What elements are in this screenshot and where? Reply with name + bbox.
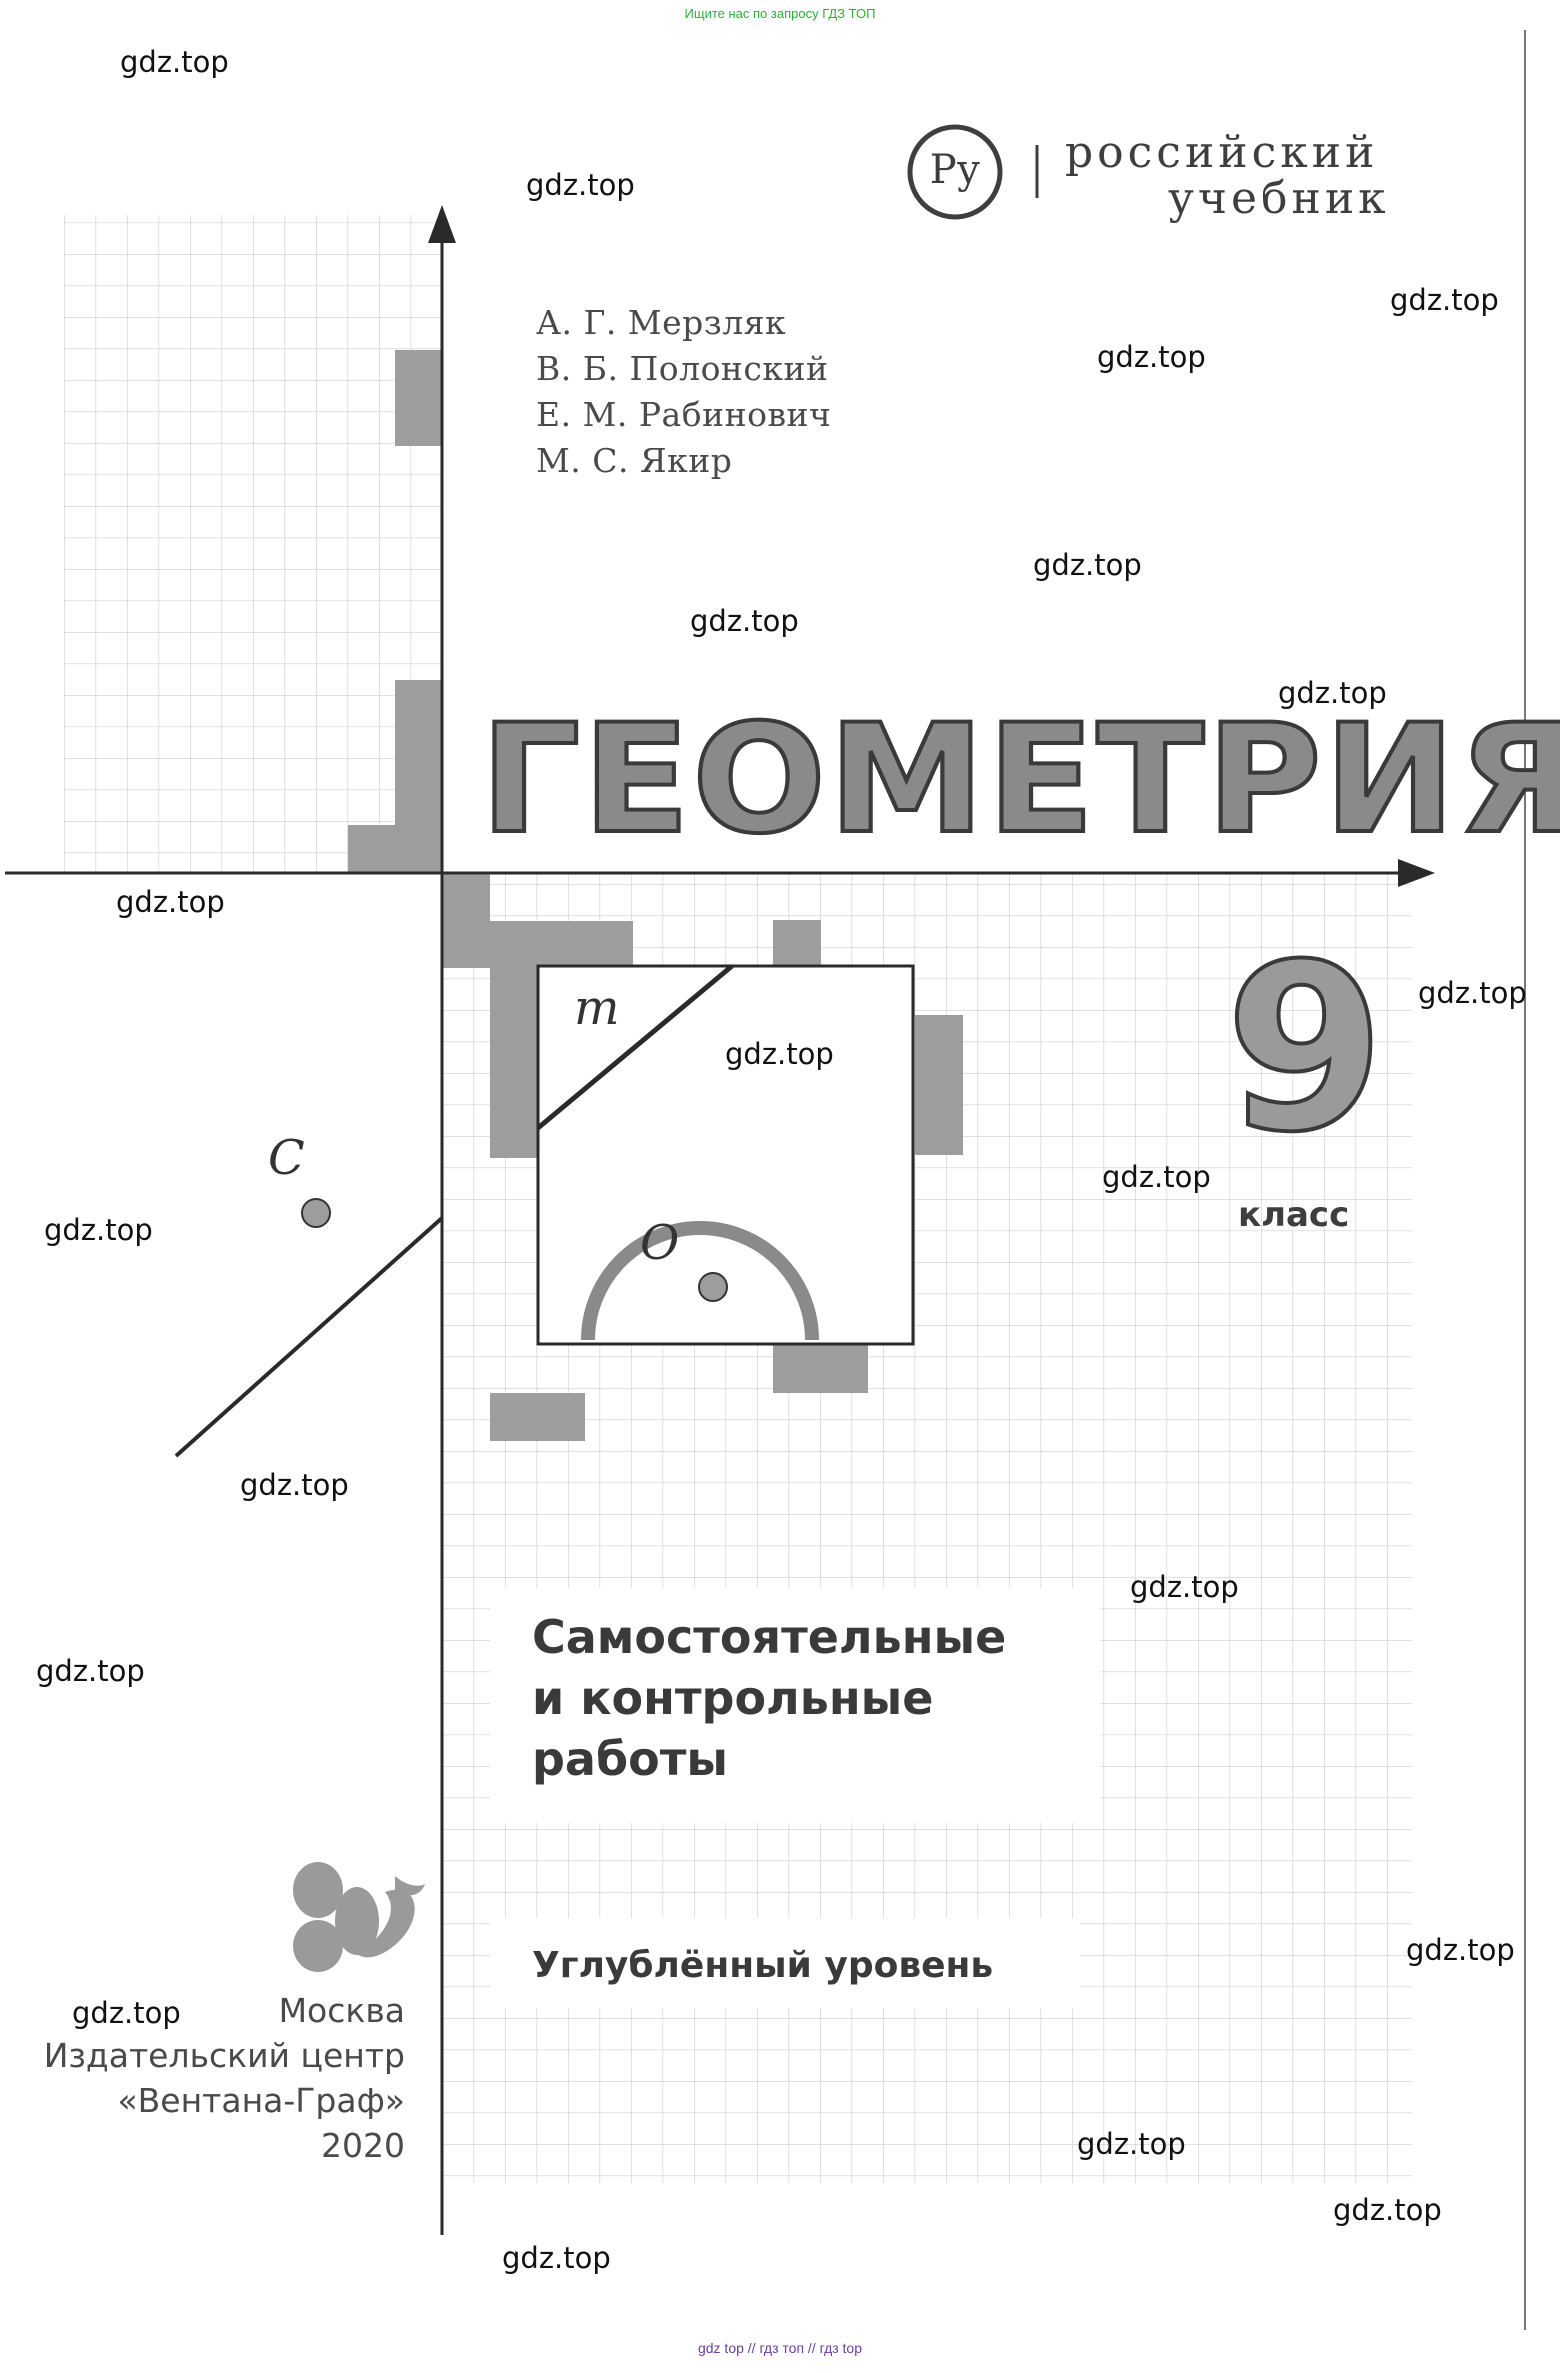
watermark: gdz.top [1033,548,1142,582]
shaded-cells [348,350,963,1441]
subtitle-line-1: Самостоятельные [532,1610,1007,1664]
difficulty-level: Углублённый уровень [532,1945,994,1986]
subtitle-line-3: работы [532,1732,728,1786]
imprint-publisher-line-2: «Вентана-Граф» [117,2081,405,2120]
publisher-series-name: российский учебник [1065,130,1390,222]
watermark: gdz.top [1333,2193,1442,2227]
watermark: gdz.top [120,45,229,79]
imprint-city: Москва [278,1991,405,2030]
imprint-publisher-line-1: Издательский центр [43,2036,405,2075]
top-banner[interactable]: Ищите нас по запросу ГДЗ ТОП [684,6,876,21]
grade-word: класс [1238,1195,1350,1235]
author-2: В. Б. Полонский [536,349,829,388]
ru-logo-letters: Ру [929,147,981,193]
author-1: А. Г. Мерзляк [536,303,787,342]
watermark: gdz.top [526,168,635,202]
imprint-year: 2020 [321,2126,405,2165]
book-title: ГЕОМЕТРИЯ [478,693,1560,867]
watermark: gdz.top [690,604,799,638]
book-subtitle: Самостоятельные и контрольные работы [532,1607,1006,1790]
bottom-banner[interactable]: gdz top // гдз топ // гдз top [697,2340,863,2356]
point-c-figure [174,1198,444,1458]
ventana-graf-logo-icon [293,1862,425,1972]
watermark: gdz.top [1077,2127,1186,2161]
watermark: gdz.top [1130,1570,1239,1604]
coordinate-axes [5,205,1435,2235]
figure-square [536,964,915,1346]
level-panel [490,1918,1080,2008]
watermark: gdz.top [36,1654,145,1688]
watermark: gdz.top [1418,976,1527,1010]
grid-upper-left [64,215,442,873]
authors-list: А. Г. Мерзляк В. Б. Полонский Е. М. Раби… [536,300,831,484]
watermark: gdz.top [1406,1933,1515,1967]
watermark: gdz.top [44,1213,153,1247]
watermark: gdz.top [72,1996,181,2030]
ru-logo-icon [907,124,1039,220]
series-line-2: учебник [1168,173,1390,224]
watermark: gdz.top [116,885,225,919]
point-label-c: C [268,1130,305,1186]
grade-number: 9 [1223,916,1387,1183]
watermark: gdz.top [1102,1160,1211,1194]
watermark: gdz.top [1097,340,1206,374]
line-label-m: m [574,980,620,1036]
watermark: gdz.top [240,1468,349,1502]
subtitle-line-2: и контрольные [532,1671,934,1725]
watermark: gdz.top [502,2241,611,2275]
center-label-o: O [640,1215,680,1271]
publisher-imprint: Москва Издательский центр «Вентана-Граф»… [30,1988,405,2168]
author-4: М. С. Якир [536,441,733,480]
watermark: gdz.top [725,1037,834,1071]
author-3: Е. М. Рабинович [536,395,832,434]
series-line-1: российский [1065,127,1379,178]
watermark: gdz.top [1278,676,1387,710]
watermark: gdz.top [1390,283,1499,317]
subtitle-panel [490,1588,1100,1823]
